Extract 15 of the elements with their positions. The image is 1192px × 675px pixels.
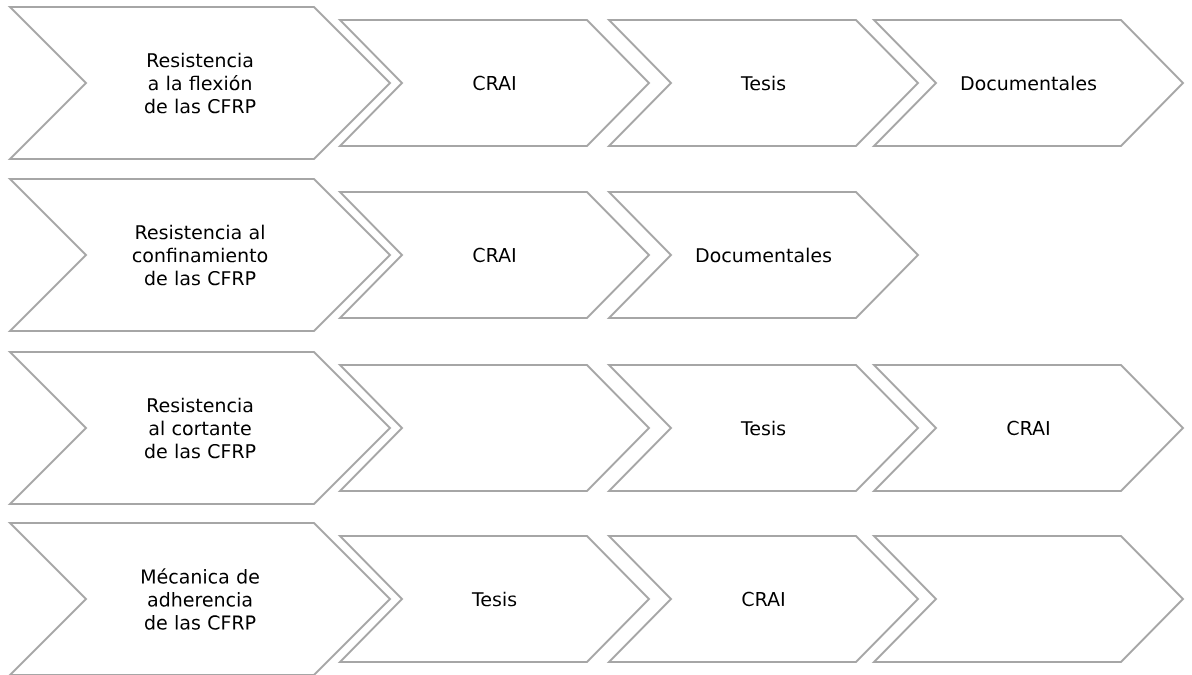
step-box: Tesis [606, 364, 920, 492]
step-box: Documentales [871, 19, 1185, 147]
step-box: Documentales [606, 191, 920, 319]
step-box [871, 535, 1185, 663]
step-box: Mécanica de adherencia de las CFRP [7, 522, 392, 675]
step-box: Tesis [606, 19, 920, 147]
step-box: Resistencia al confinamiento de las CFRP [7, 178, 392, 332]
step-box: CRAI [337, 191, 651, 319]
step-box: Tesis [337, 535, 651, 663]
step-box: CRAI [337, 19, 651, 147]
step-box: CRAI [606, 535, 920, 663]
step-box [337, 364, 651, 492]
step-box: Resistencia a la flexión de las CFRP [7, 6, 392, 160]
step-box: CRAI [871, 364, 1185, 492]
step-box: Resistencia al cortante de las CFRP [7, 351, 392, 505]
